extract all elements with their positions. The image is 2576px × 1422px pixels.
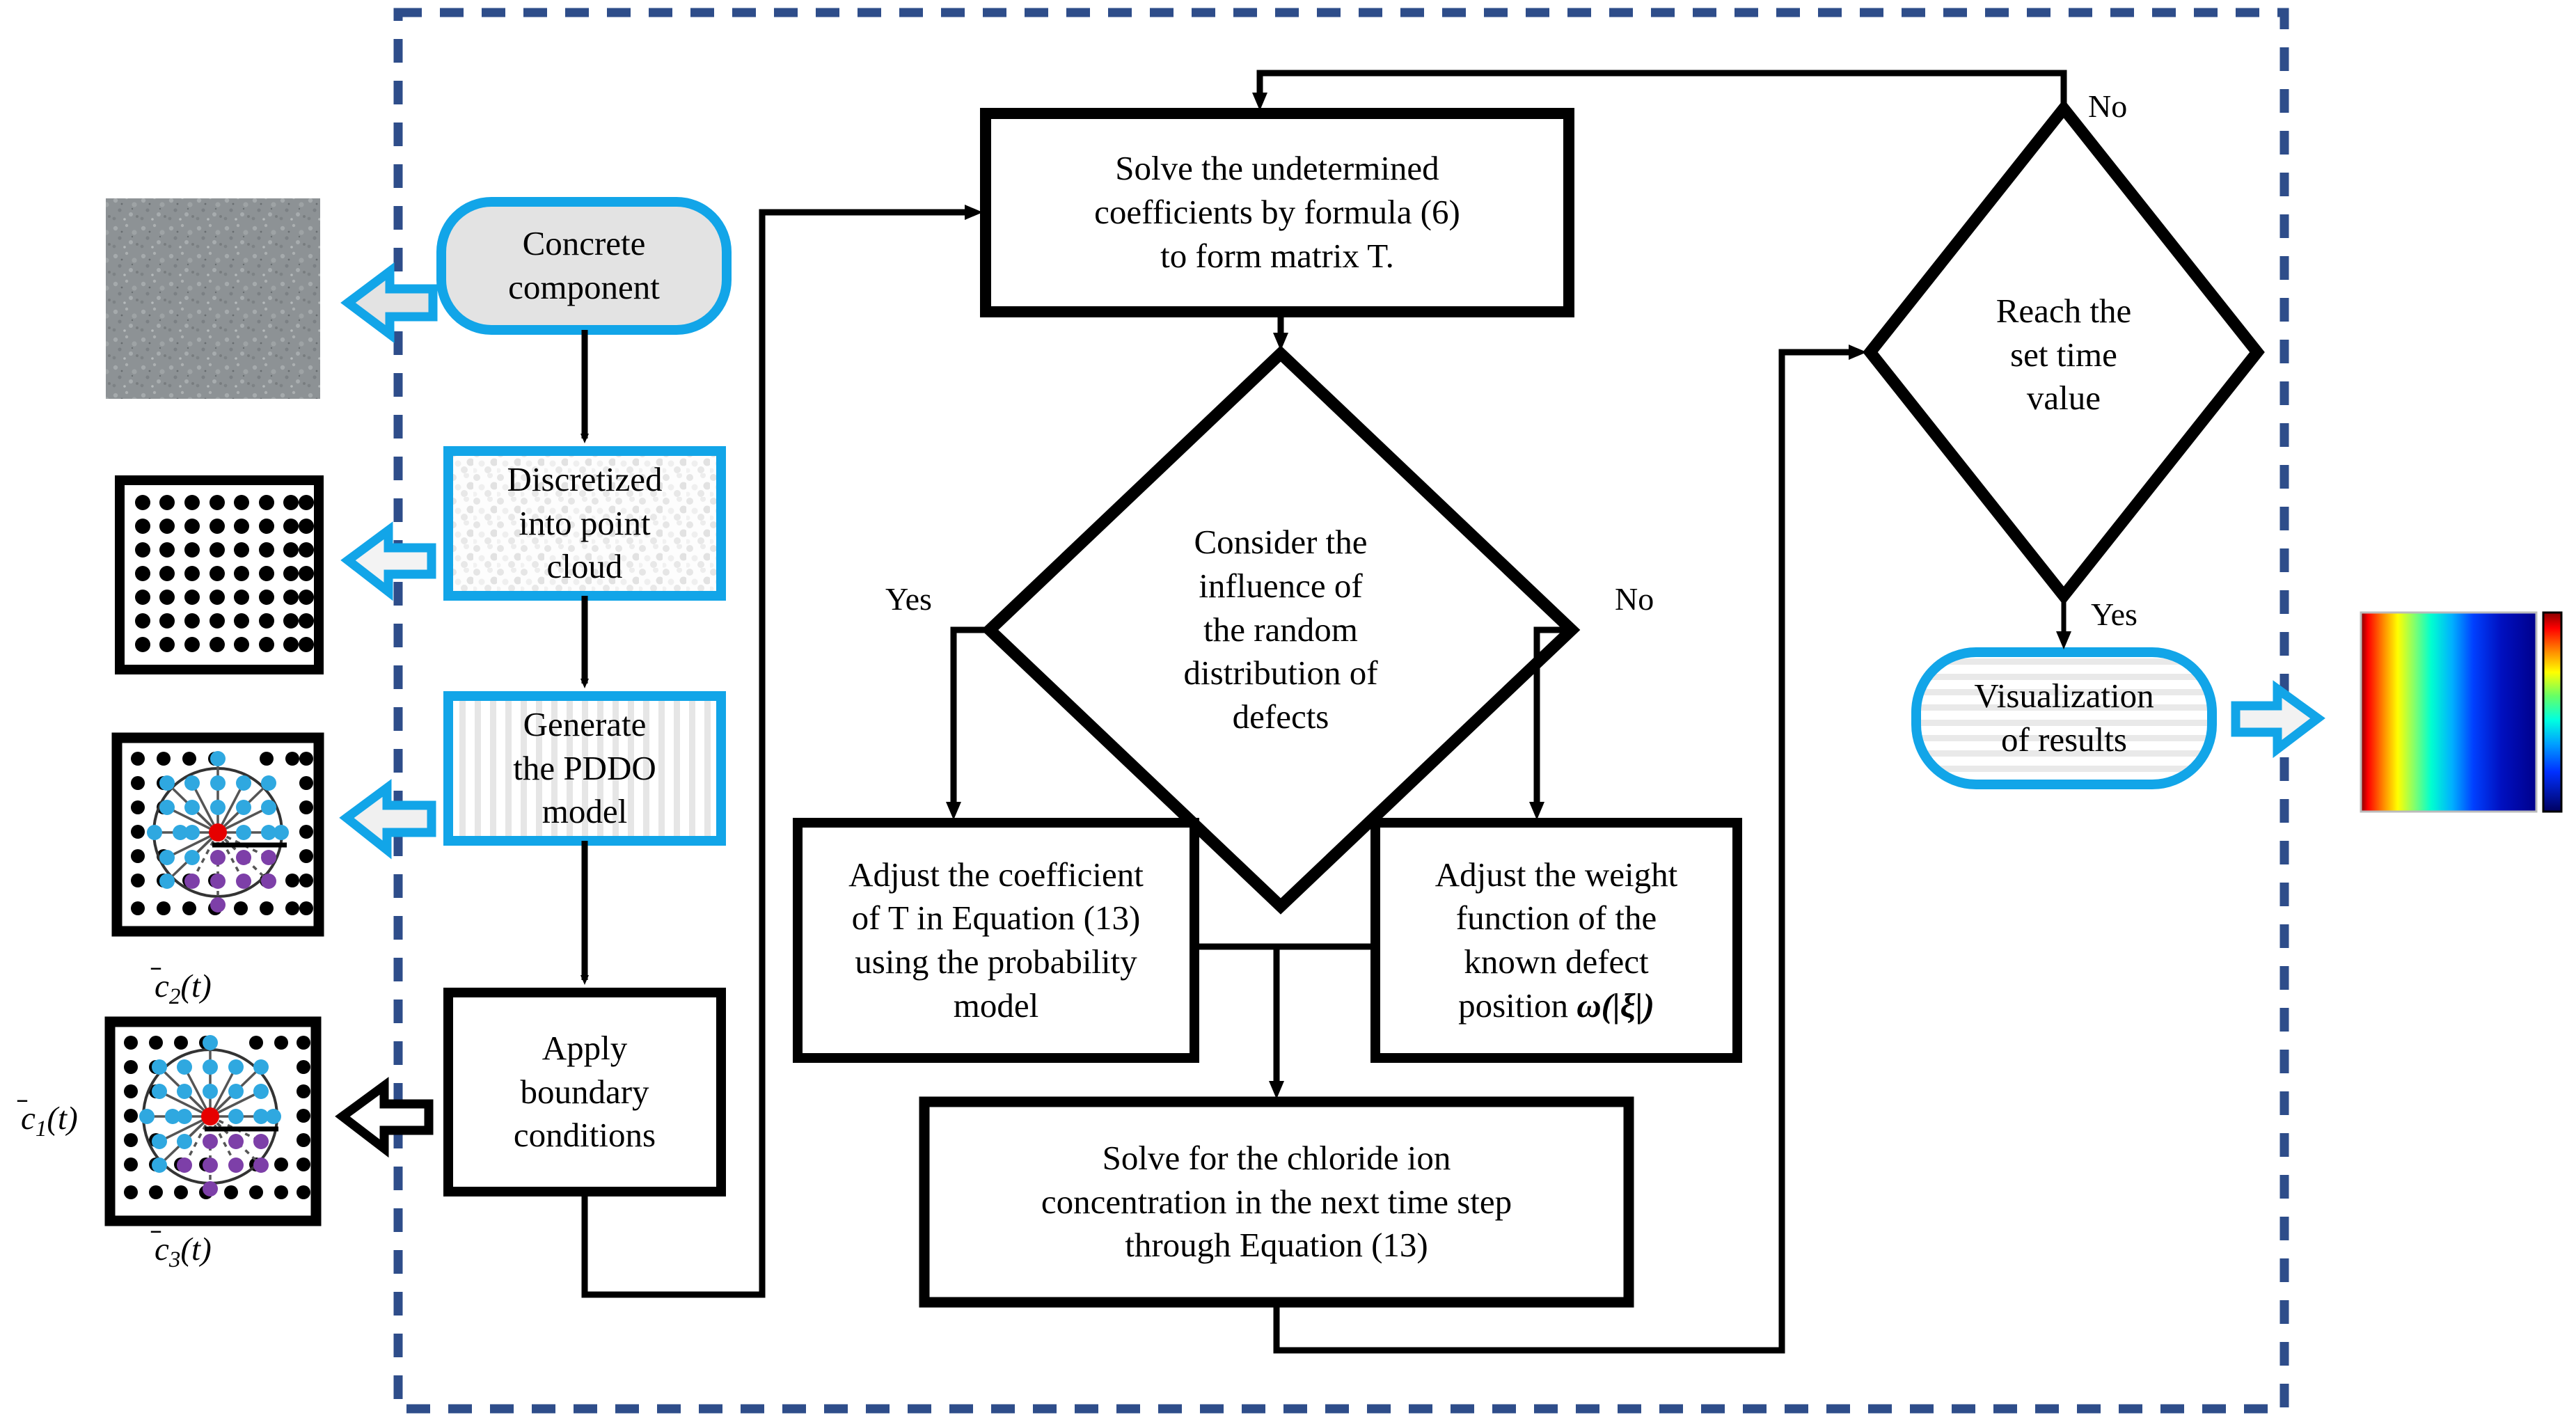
edge-chloride-to-decision-time [1273,345,1867,1354]
caption-c1-sub: 1 [35,1116,47,1141]
node-concrete-component [436,197,732,335]
caption-c2: c̄2(t) [155,968,212,1009]
node-decision-random [981,345,1581,915]
node-adjust-coefficient [793,818,1199,1063]
boundary-condition-thumbnail [104,1016,322,1226]
edge-label-time-no: No [2088,88,2128,124]
caption-c2-arg: (t) [180,968,212,1004]
caption-c3: c̄3(t) [155,1231,212,1272]
left-block-arrow-black-4 [335,1077,434,1158]
edge-time-no-to-solve-coeffs [1252,70,2067,111]
node-solve-chloride [919,1096,1634,1308]
node-boundary [443,988,726,1196]
caption-c3-arg: (t) [180,1231,212,1267]
left-block-arrow-cyan-3 [339,779,436,860]
node-adjust-weight [1370,818,1742,1063]
edge-label-random-no: No [1615,581,1654,617]
edge-random-no-to-adjust-weight [1529,626,1572,820]
caption-c3-sub: 3 [168,1247,181,1272]
node-pddo-model [443,691,726,846]
edge-label-time-yes: Yes [2091,597,2138,632]
point-cloud-thumbnail [115,475,324,674]
pddo-horizon-thumbnail [111,732,324,937]
result-contour-plot [2360,611,2563,813]
edge-label-random-yes: Yes [885,581,932,617]
dashed-boundary [393,8,2289,1414]
right-block-arrow-cyan [2231,680,2325,759]
edge-random-yes-to-adjust-coefficient [946,626,990,820]
edge-boundary-to-solve-coeffs [581,205,983,1298]
node-decision-time [1863,99,2265,606]
node-solve-coeffs [980,108,1574,317]
caption-c2-sub: 2 [168,984,181,1009]
concrete-texture-thumbnail [106,198,320,399]
left-block-arrow-cyan-2 [340,521,436,601]
node-discretized [443,446,726,601]
caption-c1-arg: (t) [47,1100,78,1137]
node-visualization [1911,647,2217,789]
vertical-jet-colorbar [2542,611,2563,813]
caption-c1: c̄1(t) [21,1100,78,1141]
left-block-arrow-cyan-1 [340,262,438,343]
